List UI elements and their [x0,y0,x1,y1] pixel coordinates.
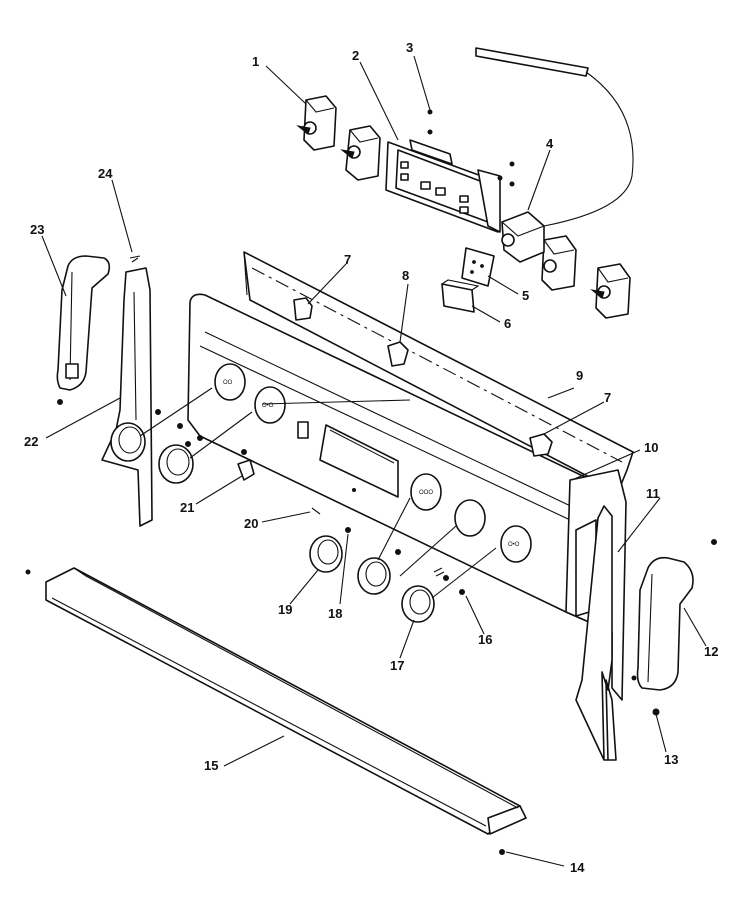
knob-left-1 [110,422,146,462]
callout-18: 18 [328,606,342,621]
callout-7-lower: 7 [604,390,611,405]
clock-control [385,139,501,233]
callout-5: 5 [522,288,529,303]
knob-mark: O•O [508,542,520,548]
knob-center [357,557,391,595]
callout-10: 10 [644,440,658,455]
callout-12: 12 [704,644,718,659]
callout-20: 20 [244,516,258,531]
knob-17 [401,585,435,623]
callout-21: 21 [180,500,194,515]
switch-upper-left-2 [340,125,381,181]
control-panel: OO O•O OOO O•O [187,293,613,633]
bottom-trim [45,567,527,835]
knob-mark: O•O [262,403,274,409]
callout-6: 6 [504,316,511,331]
knob-left-2 [158,444,194,484]
callout-7-upper: 7 [344,252,351,267]
clip-8 [387,341,409,367]
callout-15: 15 [204,758,218,773]
callout-16: 16 [478,632,492,647]
rear-panel [243,251,634,493]
thermostat [475,47,634,263]
knob-19 [309,535,343,573]
clip-7-lower [529,433,553,457]
leader-lines [41,55,707,867]
left-trim [56,255,111,391]
screws [25,109,717,855]
left-side-bracket [101,267,153,527]
callout-1: 1 [252,54,259,69]
callout-19: 19 [278,602,292,617]
callout-4: 4 [546,136,554,151]
callout-9: 9 [576,368,583,383]
knob-mark: OO [223,380,233,386]
switch-right-1 [541,235,577,291]
callout-labels: 1 2 3 4 5 6 7 7 8 9 10 11 12 13 14 15 16… [24,40,718,875]
callout-11: 11 [646,486,660,501]
switch-right-2 [590,263,631,319]
callout-14: 14 [570,860,585,875]
switch-upper-left-1 [296,95,337,151]
clip-7-upper [293,297,313,321]
switch-cover-plate [461,247,495,287]
callout-3: 3 [406,40,413,55]
right-side-bracket [575,505,617,761]
callout-8: 8 [402,268,409,283]
callout-13: 13 [664,752,678,767]
knob-mark: OOO [419,490,433,496]
indicator-light-block [441,279,480,313]
callout-17: 17 [390,658,404,673]
callout-22: 22 [24,434,38,449]
right-trim [631,556,694,691]
callout-23: 23 [30,222,44,237]
bracket-21 [237,459,255,481]
callout-2: 2 [352,48,359,63]
callout-24: 24 [98,166,113,181]
